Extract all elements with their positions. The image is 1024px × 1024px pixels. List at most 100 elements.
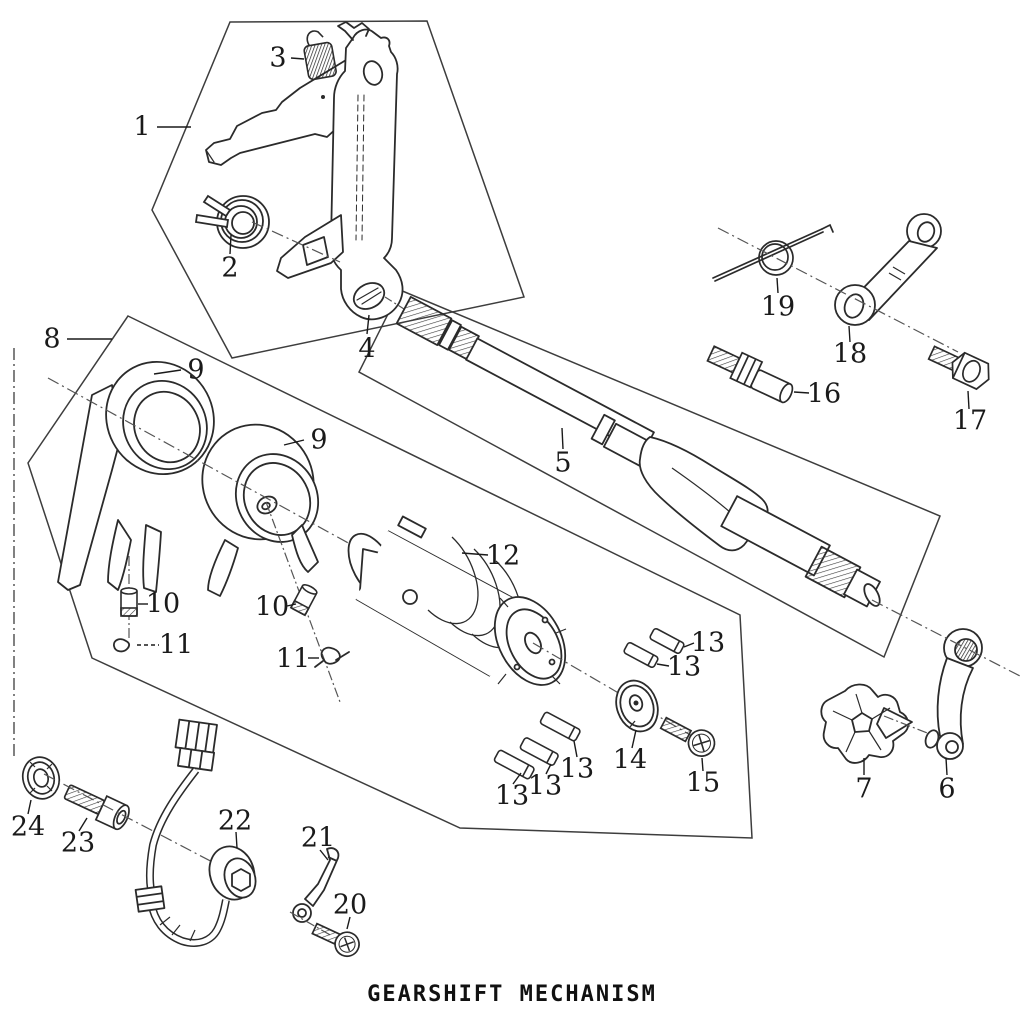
arm-upper-hole (362, 60, 384, 86)
callout-label-3: 3 (269, 43, 286, 74)
callout-leader-16 (793, 391, 810, 394)
part-1-gearshift-pedal-assembly (205, 21, 404, 321)
callout-label-14: 14 (613, 745, 647, 776)
frame-part-8 (27, 315, 753, 839)
fork-right-prong-a (207, 539, 239, 597)
callout-label-21: 21 (301, 823, 335, 854)
part-16-stopper-pin (706, 345, 794, 404)
callout-label-5: 5 (554, 448, 571, 479)
part-18-gearshift-arm-link (834, 213, 942, 326)
callout-leader-20 (346, 916, 351, 930)
callout-leader-2 (229, 234, 232, 255)
arm-top-hook (337, 21, 370, 41)
part-17-flange-bolt (927, 345, 990, 391)
axis-spring-2 (251, 221, 341, 263)
enclosure-frames (27, 20, 941, 839)
part-7-shift-cam-plate (820, 683, 913, 764)
callout-label-13c: 13 (560, 754, 594, 785)
fork-left-prong-a (107, 519, 132, 591)
callout-leader-13c (573, 740, 578, 758)
callout-label-9a: 9 (187, 355, 204, 386)
part-11-clip-left (113, 638, 131, 653)
part-21-stopper-lever (292, 847, 340, 923)
callout-leader-21 (319, 849, 329, 861)
axis-shaft-left (384, 296, 405, 310)
axis-sensor (43, 773, 221, 867)
callout-label-11a: 11 (159, 630, 193, 661)
callout-leader-10b (286, 603, 297, 607)
part-10-guide-pin-left (120, 587, 138, 617)
part-6-gear-lever (924, 628, 983, 760)
drum-side-hole (402, 589, 418, 605)
callout-leader-17 (967, 390, 970, 410)
callout-label-18: 18 (833, 339, 867, 370)
callout-label-1: 1 (133, 112, 150, 143)
callout-label-9b: 9 (310, 425, 327, 456)
callout-label-8: 8 (43, 324, 60, 355)
callout-label-17: 17 (953, 406, 987, 437)
callout-label-11b: 11 (276, 644, 310, 675)
part-13-drum-pins (493, 627, 685, 780)
callout-leader-4 (366, 314, 370, 335)
callout-leader-22 (235, 831, 238, 849)
callout-label-2: 2 (221, 253, 238, 284)
callout-leader-14 (631, 729, 637, 749)
axis-arm-link (717, 227, 959, 353)
part-3-return-spring (303, 30, 337, 81)
callout-label-24: 24 (11, 812, 45, 843)
callout-leader-13d (545, 763, 552, 775)
callout-label-12: 12 (486, 541, 520, 572)
part-19-pawl-spring (712, 223, 834, 282)
part-20-lever-screw (311, 922, 360, 958)
callout-leader-3 (290, 57, 305, 60)
callout-leader-6 (945, 757, 948, 776)
callout-label-6: 6 (938, 774, 955, 805)
arm-boss-hole (352, 282, 386, 310)
callout-label-15: 15 (686, 768, 720, 799)
callout-label-10a: 10 (146, 589, 180, 620)
callout-leader-12 (461, 552, 489, 556)
callout-label-23: 23 (61, 828, 95, 859)
part-9-shift-fork-left (57, 360, 215, 593)
callout-label-22: 22 (218, 806, 252, 837)
callout-label-16: 16 (807, 379, 841, 410)
part-5-gearshift-spindle (395, 296, 881, 608)
frame-shaft-5 (358, 289, 941, 659)
frame-part-1 (151, 20, 525, 359)
fork-left-prong-b (142, 524, 162, 593)
part-9-shift-fork-right (201, 423, 320, 597)
callout-leader-9b (283, 439, 305, 446)
callout-label-13a: 13 (691, 628, 725, 659)
callout-label-7: 7 (855, 774, 872, 805)
callout-leader-13b (656, 663, 670, 667)
fork-right-prong-b (291, 524, 319, 573)
part-12-shift-drum (347, 515, 567, 686)
axis-shaft-right (871, 599, 1021, 677)
callout-label-13b: 13 (667, 652, 701, 683)
cam-center-hole (851, 712, 873, 733)
callout-leader-18 (848, 325, 851, 343)
callout-leader-5 (561, 427, 564, 450)
diagram-title: GEARSHIFT MECHANISM (367, 982, 657, 1007)
part-22-gear-position-sensor (134, 718, 257, 947)
cam-notch (876, 707, 913, 739)
callout-leader-13e (512, 772, 522, 785)
callout-label-10b: 10 (255, 592, 289, 623)
callout-label-13d: 13 (528, 771, 562, 802)
callout-leader-9a (153, 369, 182, 375)
part-15-center-screw (659, 716, 716, 757)
part-11-clip-right (314, 646, 350, 668)
callout-leader-24 (27, 799, 32, 815)
part-10-guide-pin-right (289, 584, 318, 617)
callout-label-20: 20 (333, 890, 367, 921)
callout-leader-15 (701, 757, 704, 772)
callout-leader-23 (78, 817, 88, 832)
part-23-socket-bolt (63, 784, 130, 831)
part-24-grommet (21, 756, 61, 800)
callout-leader-13a (683, 642, 695, 648)
part-14-stopper-plate (615, 679, 659, 733)
callout-label-4: 4 (358, 334, 375, 365)
